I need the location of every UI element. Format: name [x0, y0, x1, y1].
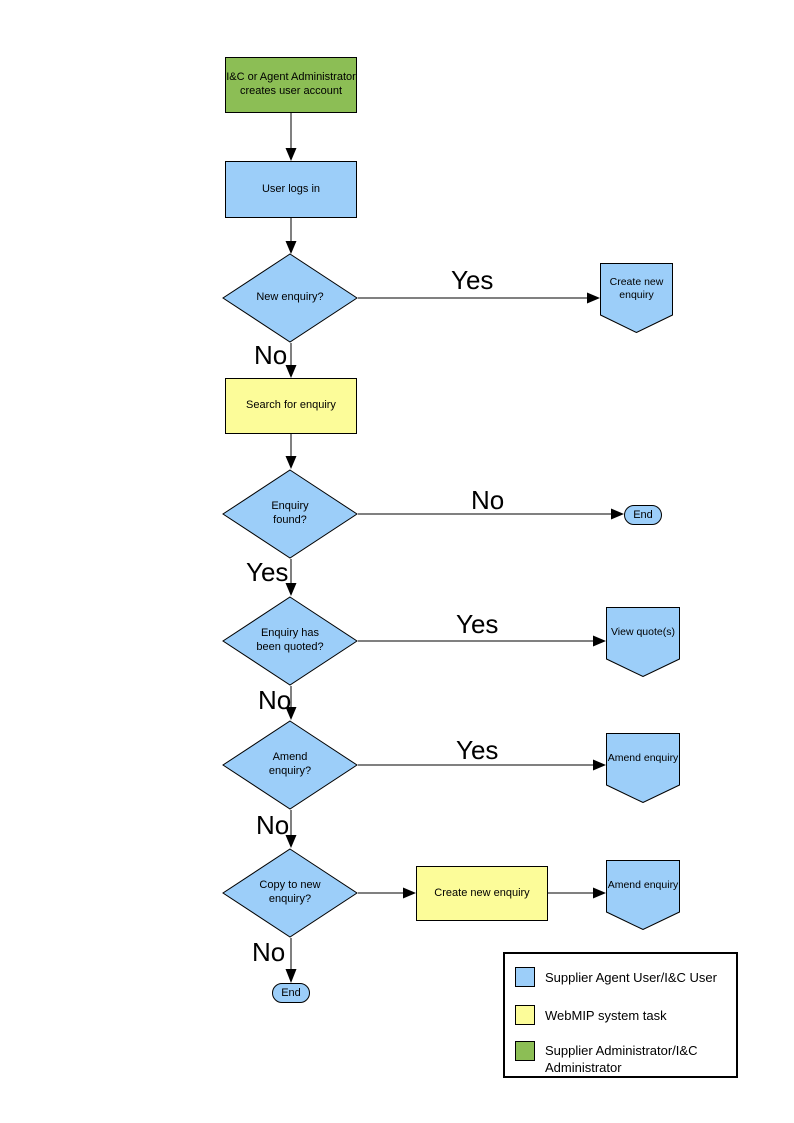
legend-item-admin: Supplier Administrator/I&C Administrator: [515, 1041, 723, 1077]
pentagon-shape: [600, 263, 673, 333]
decision-copy-to-new-enquiry: Copy to new enquiry?: [222, 848, 358, 938]
decision-label: Enquiry found?: [271, 500, 309, 526]
node-admin-creates-account: I&C or Agent Administrator creates user …: [225, 57, 357, 113]
legend-box: Supplier Agent User/I&C User WebMIP syst…: [503, 952, 738, 1078]
edge-label-no-amend: No: [256, 810, 290, 840]
decision-enquiry-quoted: Enquiry has been quoted?: [222, 596, 358, 686]
diamond-shape: [222, 253, 358, 343]
diamond-shape: [222, 469, 358, 559]
node-search-for-enquiry: Search for enquiry: [225, 378, 357, 434]
diamond-shape: [222, 848, 358, 938]
edge-label-no-enquiry-found: No: [471, 485, 505, 515]
edge-label-no-new-enquiry: No: [254, 340, 288, 370]
decision-amend-enquiry: Amend enquiry?: [222, 720, 358, 810]
legend-swatch-blue: [515, 967, 535, 987]
pentagon-shape: [606, 860, 680, 930]
edge-label-yes-quoted: Yes: [456, 609, 499, 639]
node-user-logs-in: User logs in: [225, 161, 357, 218]
pentagon-shape: [606, 733, 680, 803]
offpage-label: View quote(s): [610, 626, 675, 639]
terminator-end-bottom: End: [272, 983, 310, 1003]
offpage-label: Amend enquiry: [607, 879, 679, 892]
node-create-new-enquiry-task: Create new enquiry: [416, 866, 548, 921]
offpage-label: Amend enquiry: [607, 752, 679, 765]
offpage-amend-enquiry-1: Amend enquiry: [606, 733, 680, 803]
legend-label: WebMIP system task: [545, 1007, 667, 1023]
diamond-shape: [222, 720, 358, 810]
offpage-amend-enquiry-2: Amend enquiry: [606, 860, 680, 930]
edge-label-no-copy: No: [252, 937, 286, 967]
offpage-create-new-enquiry: Create new enquiry: [600, 263, 673, 333]
decision-new-enquiry: New enquiry?: [222, 253, 358, 343]
decision-enquiry-found: Enquiry found?: [222, 469, 358, 559]
edge-label-yes-amend: Yes: [456, 735, 499, 765]
legend-item-user: Supplier Agent User/I&C User: [515, 967, 717, 987]
legend-label: Supplier Administrator/I&C Administrator: [545, 1043, 698, 1075]
legend-swatch-green: [515, 1041, 535, 1061]
decision-label: Amend enquiry?: [268, 751, 312, 777]
decision-label: Copy to new enquiry?: [259, 879, 321, 905]
pentagon-shape: [606, 607, 680, 677]
edge-label-no-quoted: No: [258, 685, 292, 715]
offpage-view-quotes: View quote(s): [606, 607, 680, 677]
edge-label-yes-enquiry-found: Yes: [246, 557, 289, 587]
legend-label: Supplier Agent User/I&C User: [545, 969, 717, 985]
diamond-shape: [222, 596, 358, 686]
edge-label-yes-new-enquiry: Yes: [451, 265, 494, 295]
terminator-end-right: End: [624, 505, 662, 525]
offpage-label: Create new enquiry: [609, 275, 664, 301]
legend-item-system: WebMIP system task: [515, 1005, 667, 1025]
legend-swatch-yellow: [515, 1005, 535, 1025]
decision-label: Enquiry has been quoted?: [256, 627, 324, 653]
decision-label: New enquiry?: [256, 291, 324, 304]
